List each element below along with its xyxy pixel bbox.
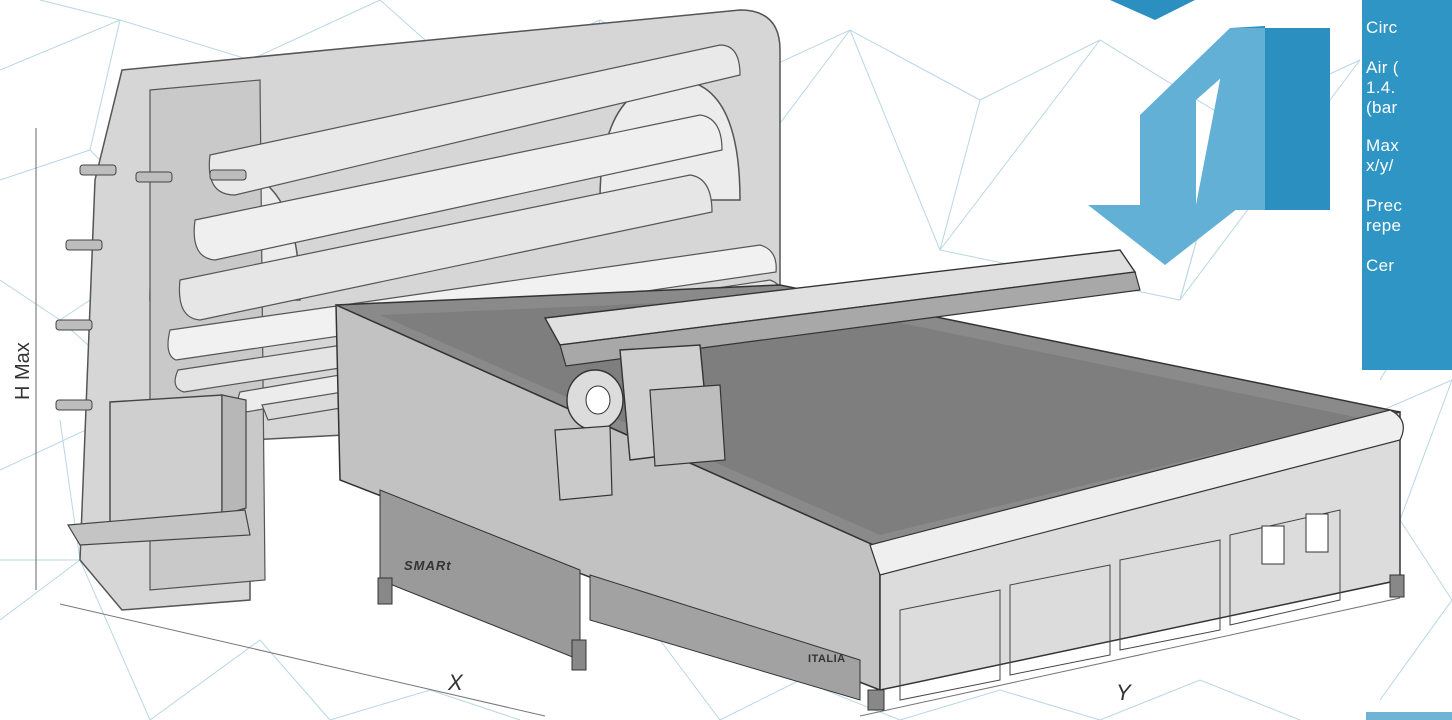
brand-plate: SMARt: [404, 558, 452, 573]
x-guide: [59, 603, 546, 717]
bottom-accent-strip: [1366, 712, 1452, 720]
conveyor-end: [869, 409, 1404, 576]
y-axis-label: Y: [1116, 680, 1131, 705]
origin-plate: ITALIA: [808, 653, 846, 665]
spec-line: (bar: [1366, 98, 1398, 117]
electrical-cabinet: [66, 394, 251, 546]
spec-line: Cer: [1366, 256, 1395, 275]
cutting-table: [335, 284, 1405, 711]
gantry: [543, 249, 1141, 501]
spec-line: repe: [1366, 216, 1402, 235]
spec-line: 1.4.: [1366, 78, 1396, 97]
spec-panel: [1362, 0, 1452, 370]
spec-line: x/y/: [1366, 156, 1394, 175]
spec-line: Max: [1366, 136, 1400, 155]
spec-line: Circ: [1366, 18, 1398, 37]
spec-line: Air (: [1366, 58, 1399, 77]
spec-line: Prec: [1366, 196, 1403, 215]
h-max-label: H Max: [12, 342, 34, 400]
x-axis-label: X: [448, 670, 463, 695]
side-handles: [55, 164, 247, 411]
direction-arrow: [1088, 0, 1330, 265]
y-guide: [859, 597, 1401, 717]
